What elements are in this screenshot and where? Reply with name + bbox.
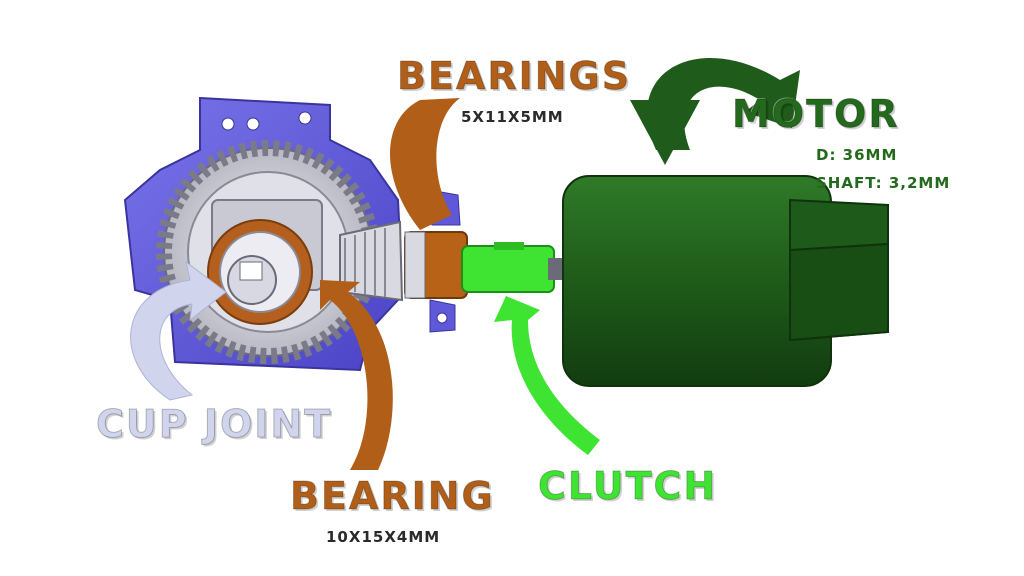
bearing-title: BEARING [290,474,495,519]
bearings-arrow [390,98,460,230]
clutch-part [461,242,564,293]
clutch-arrow [494,296,600,455]
bearing-spec: 10X15X4MM [326,528,441,546]
motor-title: MOTOR [732,92,900,137]
motor-diameter: D: 36MM [816,146,898,164]
bearings-part [404,231,468,299]
cup-joint-arrow [130,260,227,401]
pinion-gear [339,220,404,302]
clutch-title: CLUTCH [537,464,718,509]
bearings-title: BEARINGS [396,54,632,99]
bearings-spec: 5X11X5MM [461,108,564,126]
motor-shaft: SHAFT: 3,2MM [816,174,951,192]
motor-part [562,175,889,387]
motor-rotation-arrow [630,57,800,165]
cup-joint-title: CUP JOINT [95,402,333,447]
bearing-arrow [320,280,393,470]
